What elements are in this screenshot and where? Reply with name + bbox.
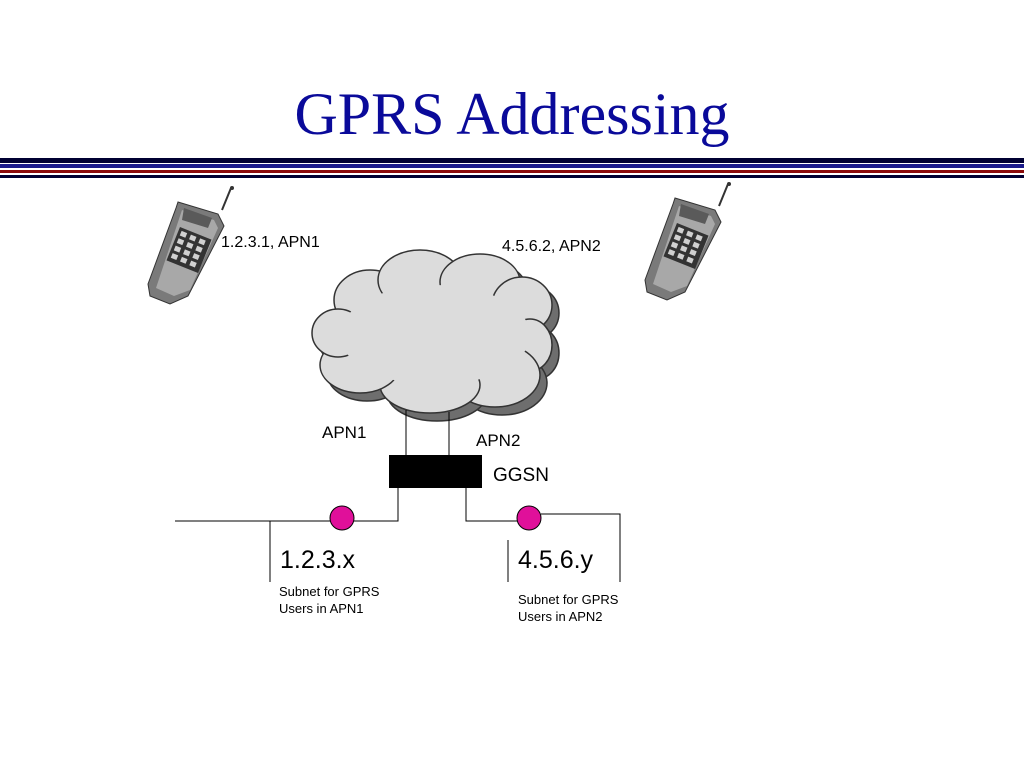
header-rules (0, 158, 1024, 178)
mobile-phone-left-icon (147, 186, 234, 305)
subnet2-address: 4.5.6.y (518, 546, 594, 574)
phone-right-address-label: 4.5.6.2, APN2 (502, 238, 601, 255)
mobile-phone-right-icon (644, 182, 731, 301)
network-cloud-icon (311, 249, 560, 422)
subnet1-description-line2: Users in APN1 (279, 601, 364, 616)
ggsn-label: GGSN (493, 465, 549, 486)
subnet2-description-line1: Subnet for GPRS (518, 592, 619, 607)
subnet1-address: 1.2.3.x (280, 546, 356, 574)
ggsn-box (389, 455, 482, 488)
subnet1-description: Subnet for GPRS Users in APN1 (279, 583, 429, 617)
phone-left-address-label: 1.2.3.1, APN1 (221, 234, 320, 251)
subnet2-description-line2: Users in APN2 (518, 609, 603, 624)
subnet2-host-dot (516, 505, 542, 531)
subnet2-description: Subnet for GPRS Users in APN2 (518, 591, 668, 625)
apn1-label: APN1 (322, 423, 367, 442)
subnet1-host-dot (329, 505, 355, 531)
slide-title: GPRS Addressing (294, 81, 730, 147)
apn2-label: APN2 (476, 431, 521, 450)
subnet2-network-line (465, 488, 621, 582)
subnet1-description-line1: Subnet for GPRS (279, 584, 380, 599)
subnet1-network-line (175, 488, 399, 582)
